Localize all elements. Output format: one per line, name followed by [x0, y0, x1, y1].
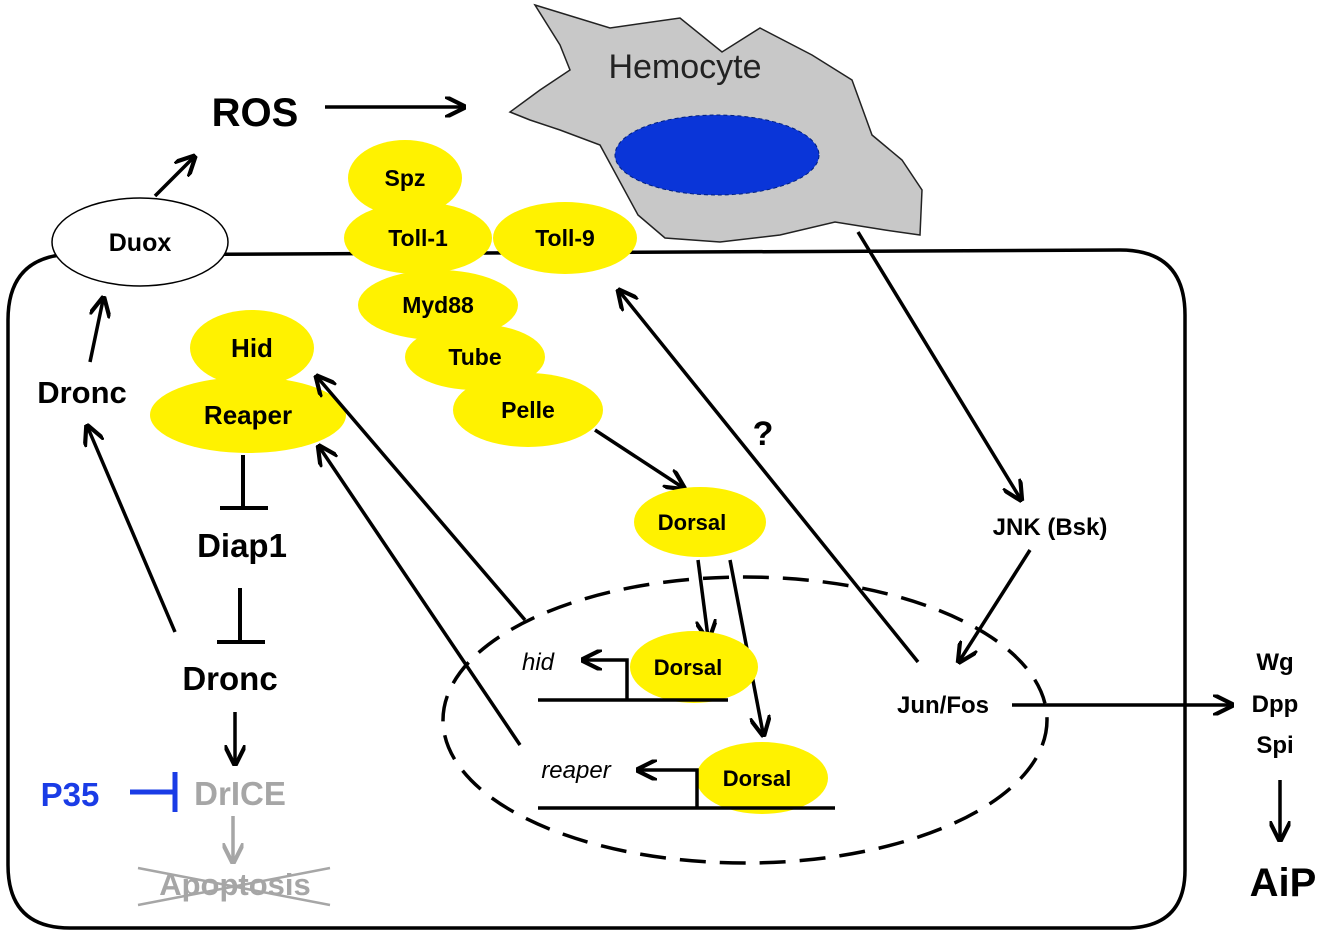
dronc-top-label: Dronc — [37, 375, 127, 410]
myd88-node — [358, 270, 518, 340]
toll9-node — [493, 202, 637, 274]
pelle-node — [453, 373, 603, 447]
pelle-label: Pelle — [501, 397, 555, 423]
drice-label: DrICE — [194, 775, 286, 812]
reaper-promoter-arrow — [640, 770, 699, 808]
dronc-bottom-label: Dronc — [182, 660, 277, 697]
hid-node — [190, 310, 314, 386]
hid-gene-to-hid-protein-arrow — [318, 378, 527, 622]
dorsal-reaper-node — [696, 742, 828, 814]
duox-to-ros-arrow — [153, 158, 193, 198]
toll-receptor-complex: Spz Toll-1 Toll-9 Myd88 Tube Pelle — [344, 140, 637, 447]
cell-membrane — [6, 248, 1187, 930]
dronc-feedback-arrow — [88, 428, 177, 633]
dorsal-cytoplasm-label: Dorsal — [658, 510, 726, 535]
duox-label: Duox — [109, 229, 172, 257]
jnk-label: JNK (Bsk) — [993, 514, 1108, 541]
dorsal-cytoplasm-node — [634, 487, 766, 557]
pelle-to-dorsal-arrow — [594, 428, 682, 487]
dorsal-hid-node — [630, 631, 758, 703]
reaper-node — [150, 377, 346, 453]
tube-label: Tube — [448, 344, 501, 370]
toll9-label: Toll-9 — [535, 225, 595, 251]
hemocyte-label: Hemocyte — [608, 48, 761, 86]
dorsal-to-hid-promoter-arrow — [698, 559, 708, 637]
apoptosis-cross-2 — [137, 866, 331, 907]
output-spi: Spi — [1256, 732, 1293, 759]
jnk-to-junfos-arrow — [960, 549, 1032, 660]
aip-label: AiP — [1250, 861, 1317, 905]
duox-node — [51, 197, 229, 287]
spz-node — [348, 140, 462, 216]
hid-label: Hid — [231, 333, 273, 363]
diap1-label: Diap1 — [197, 527, 287, 564]
reaper-gene-to-reaper-protein-arrow — [320, 448, 522, 746]
p35-label: P35 — [41, 776, 100, 813]
dronc-to-duox-arrow — [88, 300, 103, 363]
toll1-label: Toll-1 — [388, 225, 448, 251]
hemocyte-to-jnk-arrow — [856, 231, 1020, 498]
output-dpp: Dpp — [1252, 691, 1299, 718]
hemocyte-nucleus — [614, 114, 820, 196]
junfos-label: Jun/Fos — [897, 692, 989, 719]
output-wg: Wg — [1256, 649, 1293, 676]
junfos-to-toll9-arrow — [620, 292, 920, 664]
question-mark: ? — [753, 415, 774, 453]
dorsal-hid-label: Dorsal — [654, 655, 722, 680]
dorsal-reaper-label: Dorsal — [723, 766, 791, 791]
nucleus-boundary — [441, 575, 1049, 865]
reaper-gene-label: reaper — [541, 757, 611, 784]
spz-label: Spz — [385, 165, 426, 191]
tube-node — [405, 324, 545, 390]
ros-label: ROS — [212, 91, 299, 135]
hid-gene-label: hid — [522, 649, 555, 676]
reaper-label: Reaper — [204, 400, 292, 430]
hid-promoter-arrow — [585, 660, 629, 700]
toll1-node — [344, 202, 492, 274]
myd88-label: Myd88 — [402, 292, 474, 318]
